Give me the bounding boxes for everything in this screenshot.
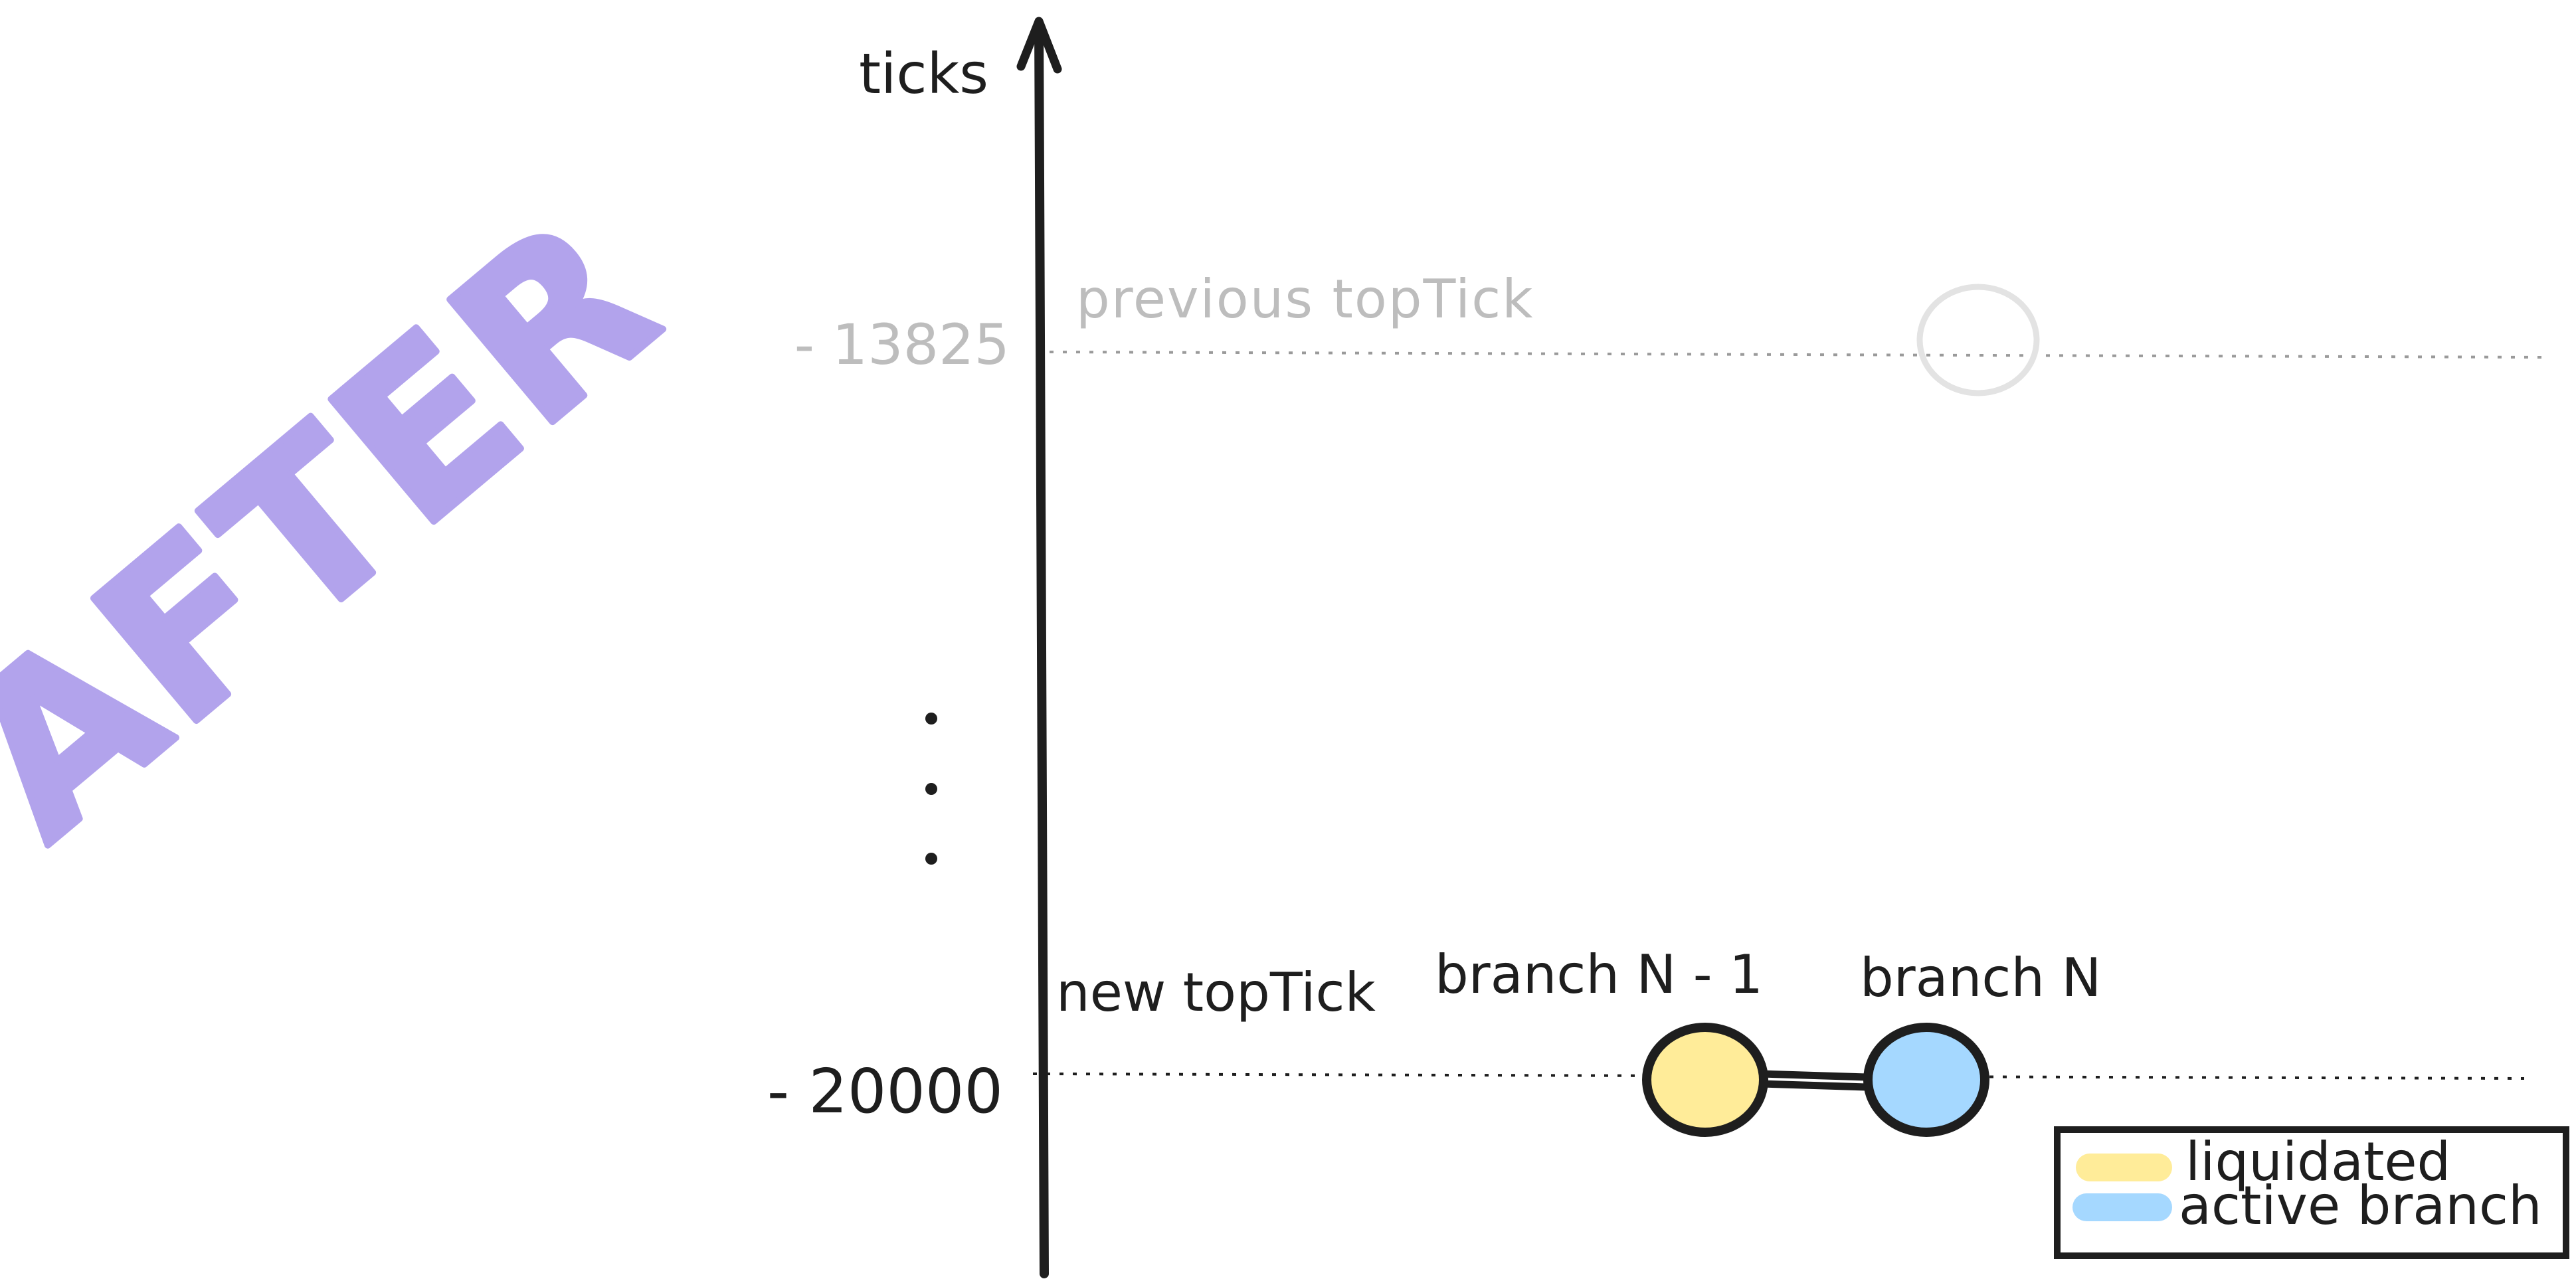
ticks-axis: [1034, 18, 1049, 1278]
previous-tick-value: - 13825: [794, 312, 1010, 377]
axis-arrowhead: [1016, 17, 1062, 74]
new-tick-value: - 20000: [767, 1056, 1003, 1127]
previous-branch-node: [1916, 284, 2040, 396]
legend-label-liquidated: liquidated: [2185, 1131, 2450, 1193]
previous-toptick-caption: previous topTick: [1076, 268, 1534, 330]
legend-swatch-liquidated: [2076, 1154, 2172, 1181]
after-title: AFTER: [0, 164, 707, 889]
ellipsis-dot: [925, 853, 937, 865]
branch-n-node: [1863, 1023, 1989, 1137]
legend-swatch-active: [2072, 1193, 2172, 1221]
previous-toptick-line: [1049, 351, 2545, 359]
after-title-text: AFTER: [0, 167, 704, 886]
branch-n-minus-1-node: [1642, 1023, 1768, 1137]
ellipsis-dot: [925, 783, 937, 795]
legend: liquidated active branch: [2054, 1126, 2569, 1259]
branch-n-label: branch N: [1860, 947, 2101, 1009]
vertical-ellipsis: …: [925, 713, 937, 865]
new-toptick-caption: new topTick: [1056, 962, 1376, 1023]
axis-label: ticks: [859, 41, 988, 106]
legend-label-active: active branch: [2179, 1175, 2542, 1237]
ellipsis-dot: [925, 713, 937, 725]
branch-connector: [1758, 1070, 1871, 1091]
branch-n-minus-1-label: branch N - 1: [1435, 944, 1763, 1005]
legend-box: [2054, 1126, 2569, 1259]
